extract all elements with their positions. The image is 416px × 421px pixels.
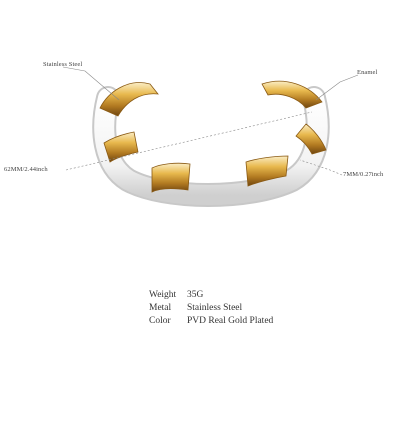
callout-width-label: 7MM/0.27inch <box>343 171 384 178</box>
spec-key: Metal <box>149 303 172 313</box>
leader-enamel <box>315 74 359 101</box>
gold-segment-right-end <box>261 80 323 109</box>
gold-segment-front-right <box>245 155 289 187</box>
spec-key: Weight <box>149 290 177 300</box>
gold-segment-front-left <box>151 162 191 193</box>
leader-stainless-steel <box>62 66 120 101</box>
spec-key: Color <box>149 316 171 326</box>
callout-leader-lines <box>62 66 359 176</box>
spec-value: PVD Real Gold Plated <box>187 316 274 326</box>
gold-segment-left-middle <box>103 131 139 163</box>
spec-value: Stainless Steel <box>187 303 243 313</box>
callout-material-label: Stainless Steel <box>43 61 83 68</box>
specs-table: Weight 35G Metal Stainless Steel Color P… <box>149 289 273 328</box>
spec-row-metal: Metal Stainless Steel <box>149 302 273 315</box>
gold-segment-left-end <box>99 82 159 117</box>
spec-row-color: Color PVD Real Gold Plated <box>149 315 273 328</box>
gold-segment-right-middle <box>295 123 327 155</box>
callout-coating-label: Enamel <box>357 69 378 76</box>
leader-width <box>299 159 343 176</box>
callout-diameter-label: 62MM/2.44inch <box>4 166 48 173</box>
spec-row-weight: Weight 35G <box>149 289 273 302</box>
spec-value: 35G <box>187 290 204 300</box>
